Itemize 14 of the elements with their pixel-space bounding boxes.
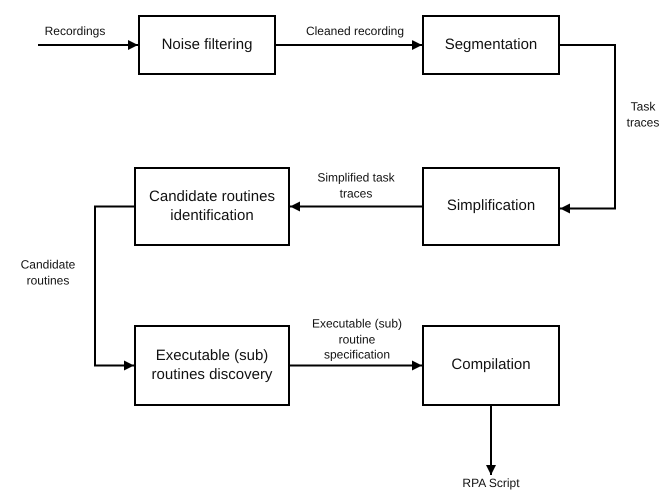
arrow bbox=[276, 40, 422, 50]
process-box: Executable (sub) routines discovery bbox=[134, 325, 290, 406]
arrow bbox=[94, 206, 134, 370]
process-box: Candidate routines identification bbox=[134, 167, 290, 246]
process-box: Simplification bbox=[422, 167, 560, 246]
arrow bbox=[560, 44, 616, 214]
process-box: Noise filtering bbox=[138, 15, 276, 75]
arrow bbox=[290, 202, 422, 212]
arrow bbox=[290, 360, 422, 370]
process-box: Compilation bbox=[422, 325, 560, 406]
output-label: RPA Script bbox=[453, 475, 529, 491]
arrow bbox=[486, 406, 496, 475]
process-box: Segmentation bbox=[422, 15, 560, 75]
arrow bbox=[38, 40, 138, 50]
